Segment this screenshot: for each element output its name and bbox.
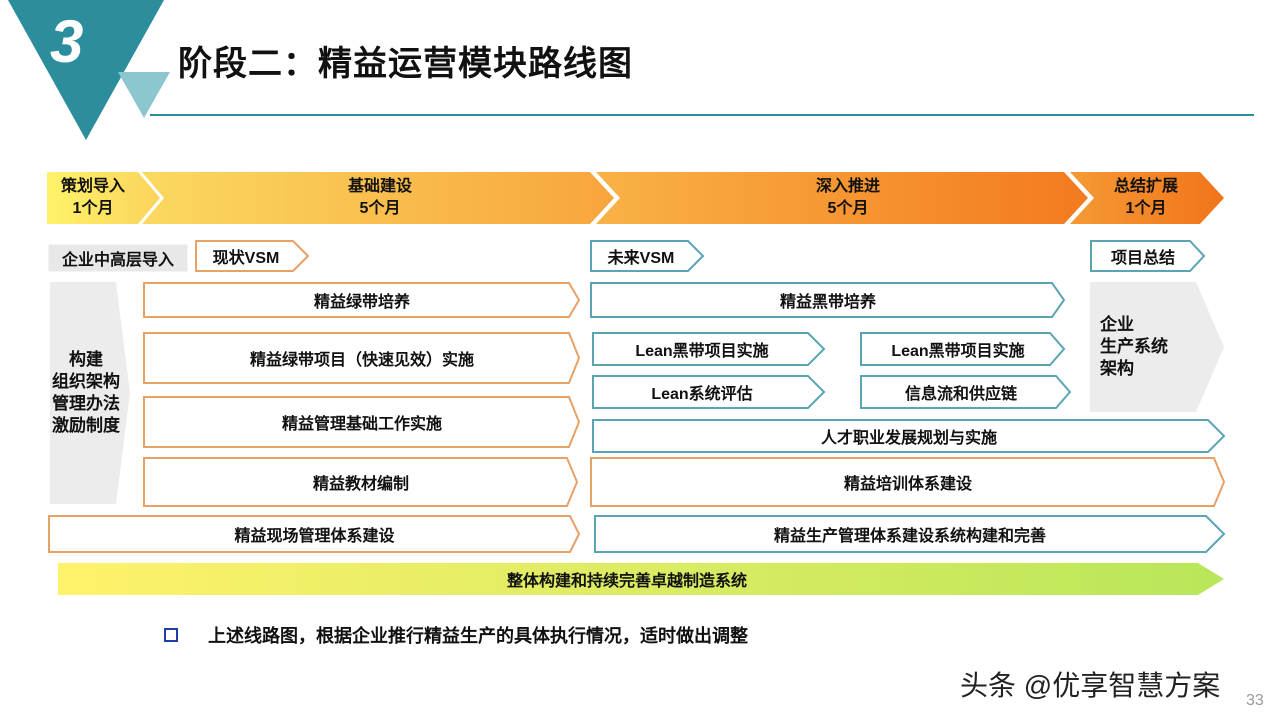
- overall-system-text: 整体构建和持续完善卓越制造系统: [506, 573, 747, 590]
- lean-black-belt-text-1: Lean黑带项目实施: [635, 343, 769, 360]
- watermark: 头条 @优享智慧方案: [960, 670, 1221, 701]
- org-structure-text: 构建 组织架构 管理办法 激励制度: [52, 349, 120, 437]
- lean-system-eval-text: Lean系统评估: [651, 386, 753, 403]
- lean-black-belt-box-1: Lean黑带项目实施: [592, 332, 826, 366]
- mgmt-foundation-box: 精益管理基础工作实施: [143, 396, 581, 448]
- future-vsm-box: 未来VSM: [590, 240, 706, 272]
- phase-chevron-4: [1070, 172, 1224, 224]
- phase-3-duration: 5个月: [827, 200, 869, 217]
- black-belt-training-box: 精益黑带培养: [590, 282, 1066, 318]
- title-underline: [150, 114, 1254, 116]
- phase-4-name: 总结扩展: [1113, 178, 1178, 195]
- overall-system-arrow: 整体构建和持续完善卓越制造系统: [58, 563, 1226, 595]
- phase-3-label: 深入推进 5个月: [768, 176, 928, 220]
- adjustment-note: 上述线路图，根据企业推行精益生产的具体执行情况，适时做出调整: [208, 626, 748, 646]
- lean-black-belt-box-2: Lean黑带项目实施: [860, 332, 1066, 366]
- exec-intro-text: 企业中高层导入: [61, 252, 174, 269]
- materials-text: 精益教材编制: [312, 476, 409, 493]
- page-title: 阶段二：精益运营模块路线图: [178, 45, 633, 83]
- phase-4-label: 总结扩展 1个月: [1090, 176, 1202, 220]
- training-system-box: 精益培训体系建设: [590, 457, 1226, 507]
- black-belt-training-text: 精益黑带培养: [779, 294, 876, 311]
- green-belt-training-box: 精益绿带培养: [143, 282, 581, 318]
- phase-chevron-3: [596, 172, 1088, 224]
- info-supply-chain-text: 信息流和供应链: [904, 386, 1017, 403]
- org-structure-line: 构建 组织架构 管理办法 激励制度: [52, 350, 120, 435]
- green-belt-projects-box: 精益绿带项目（快速见效）实施: [143, 332, 581, 384]
- talent-career-text: 人才职业发展规划与实施: [820, 430, 997, 447]
- phase-2-label: 基础建设 5个月: [300, 176, 460, 220]
- talent-career-box: 人才职业发展规划与实施: [592, 419, 1226, 453]
- phase-2-duration: 5个月: [359, 200, 401, 217]
- exec-intro-label: 企业中高层导入: [48, 244, 188, 272]
- production-system-text: 企业 生产系统 架构: [1100, 314, 1168, 380]
- current-vsm-text: 现状VSM: [212, 250, 280, 267]
- materials-box: 精益教材编制: [143, 457, 579, 507]
- phase-4-duration: 1个月: [1125, 200, 1167, 217]
- production-system-panel: 企业 生产系统 架构: [1090, 282, 1224, 412]
- info-supply-chain-box: 信息流和供应链: [860, 375, 1072, 409]
- phase-bar: [47, 172, 1224, 224]
- phase-1-name: 策划导入: [60, 178, 125, 195]
- green-belt-projects-text: 精益绿带项目（快速见效）实施: [249, 352, 474, 369]
- page-number: 33: [1246, 692, 1264, 709]
- phase-chevron-2: [142, 172, 614, 224]
- lean-black-belt-text-2: Lean黑带项目实施: [891, 343, 1025, 360]
- production-system-line: 企业 生产系统 架构: [1100, 315, 1168, 378]
- current-vsm-box: 现状VSM: [195, 240, 311, 272]
- production-mgmt-text: 精益生产管理体系建设系统构建和完善: [773, 528, 1046, 545]
- section-number: 3: [50, 8, 84, 75]
- project-summary-box: 项目总结: [1090, 240, 1206, 272]
- future-vsm-text: 未来VSM: [607, 250, 675, 267]
- lean-system-eval-box: Lean系统评估: [592, 375, 826, 409]
- phase-1-duration: 1个月: [72, 200, 114, 217]
- phase-chevron-1: [47, 172, 160, 224]
- org-structure-panel: 构建 组织架构 管理办法 激励制度: [50, 282, 130, 504]
- mgmt-foundation-text: 精益管理基础工作实施: [281, 416, 442, 433]
- header-decoration: [8, 0, 170, 140]
- onsite-mgmt-text: 精益现场管理体系建设: [234, 528, 395, 545]
- production-mgmt-box: 精益生产管理体系建设系统构建和完善: [594, 515, 1226, 553]
- phase-1-label: 策划导入 1个月: [47, 176, 139, 220]
- bullet-square-icon: [164, 628, 178, 642]
- project-summary-text: 项目总结: [1110, 250, 1175, 267]
- onsite-mgmt-box: 精益现场管理体系建设: [48, 515, 581, 553]
- phase-3-name: 深入推进: [815, 178, 880, 195]
- green-belt-training-text: 精益绿带培养: [313, 294, 410, 311]
- training-system-text: 精益培训体系建设: [843, 476, 972, 493]
- phase-2-name: 基础建设: [347, 178, 412, 195]
